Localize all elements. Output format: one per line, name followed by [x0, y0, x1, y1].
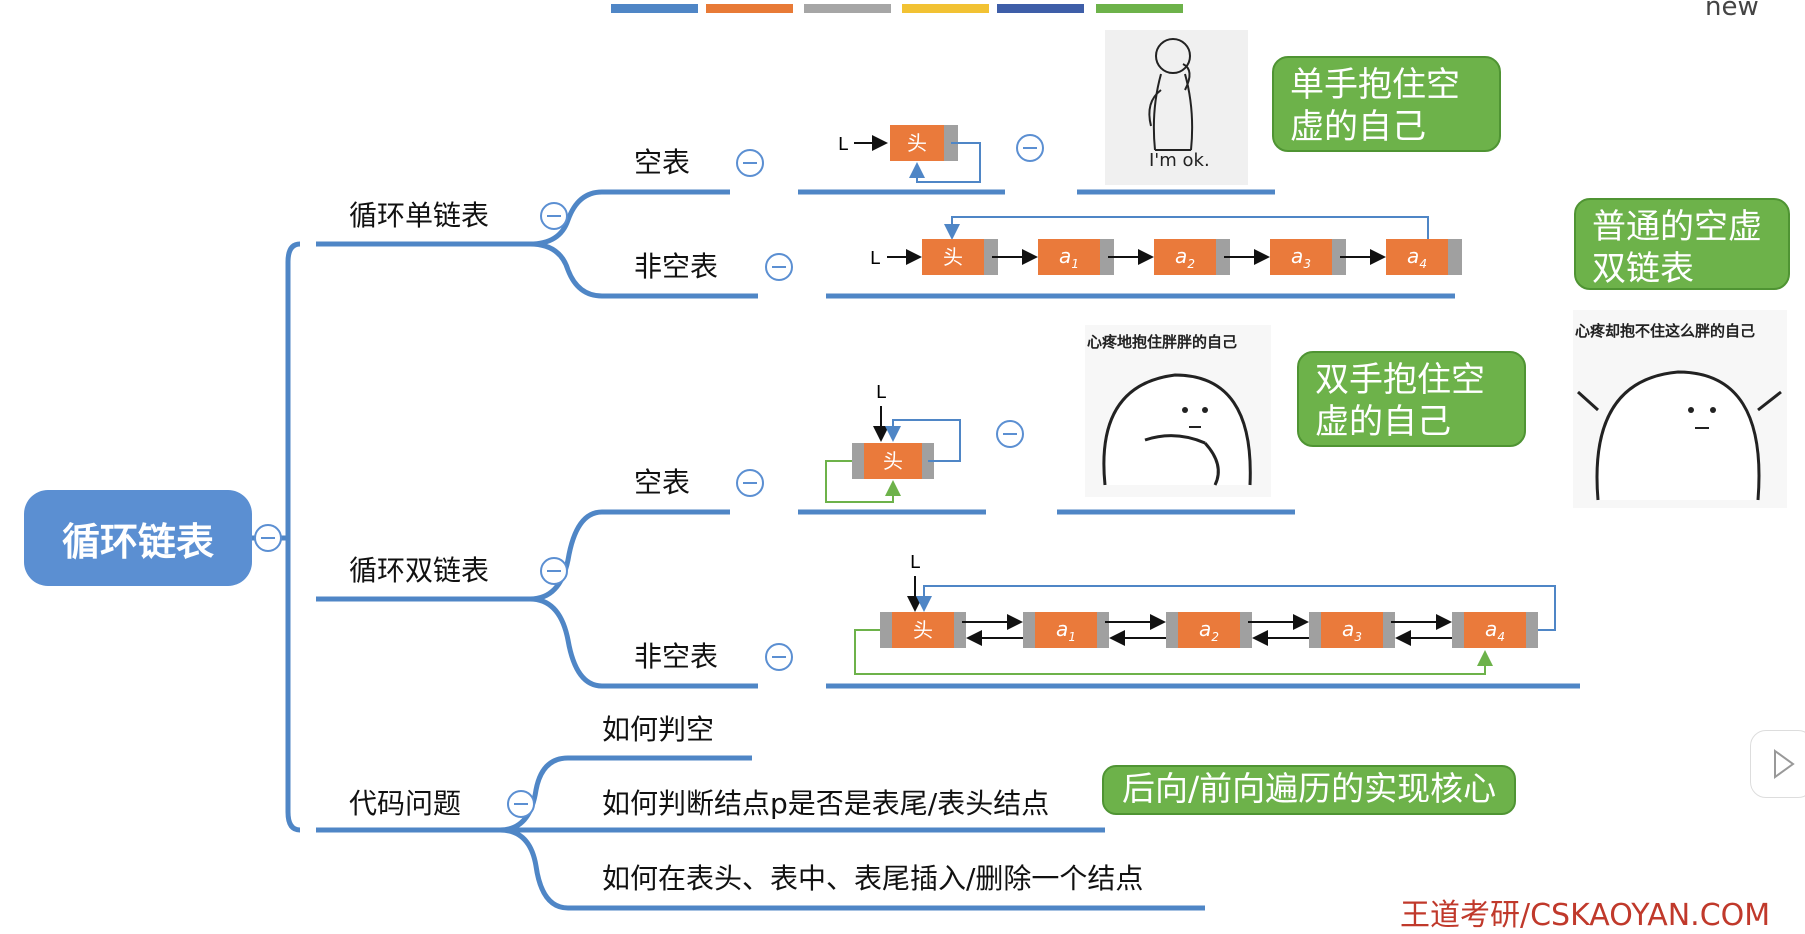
code-q2-label[interactable]: 如何判断结点p是否是表尾/表头结点	[602, 787, 1050, 820]
pointer-label: L	[870, 248, 880, 269]
head-node-text: 头	[913, 618, 933, 642]
single-nonempty-label[interactable]: 非空表	[634, 250, 719, 283]
pointer-label: L	[910, 552, 920, 573]
mindmap-connectors	[252, 189, 1580, 911]
prior-field	[1309, 612, 1321, 648]
double-empty-list: L 头	[825, 382, 961, 503]
side-play-button[interactable]	[1750, 730, 1805, 798]
next-field	[1097, 612, 1109, 648]
data-node-next	[1100, 239, 1114, 275]
data-node	[1321, 612, 1383, 648]
color-swatch-navy	[997, 4, 1084, 13]
color-swatch-orange	[706, 4, 793, 13]
head-node	[892, 612, 954, 648]
data-node	[1178, 612, 1240, 648]
prior-field	[1166, 612, 1178, 648]
color-swatch-yellow	[902, 4, 989, 13]
curve-code-q3	[499, 827, 569, 911]
blob-hug-icon	[1102, 373, 1252, 486]
cant-hug-meme-image: 心疼却抱不住这么胖的自己	[1573, 310, 1787, 508]
prior-field	[1452, 612, 1464, 648]
prior-field	[880, 612, 892, 648]
callout-single-hand: 单手抱住空虚的自己	[1272, 56, 1501, 152]
callout-traverse: 后向/前向遍历的实现核心	[1102, 765, 1517, 815]
mindmap-canvas: new	[24, 0, 1805, 933]
code-q3-label[interactable]: 如何在表头、表中、表尾插入/删除一个结点	[602, 862, 1144, 895]
root-node[interactable]: 循环链表	[24, 490, 252, 586]
data-node	[1386, 239, 1448, 275]
head-node-text: 头	[883, 449, 903, 473]
data-node	[1464, 612, 1526, 648]
code-q1-label[interactable]: 如何判空	[602, 713, 715, 746]
callout-normal-double: 普通的空虚双链表	[1574, 198, 1790, 290]
callout-double-hand: 双手抱住空虚的自己	[1297, 351, 1526, 447]
next-field	[1383, 612, 1395, 648]
head-node	[922, 239, 984, 275]
next-field	[1240, 612, 1252, 648]
curve-single-nonempty	[529, 241, 603, 299]
data-node	[1038, 239, 1100, 275]
data-node	[1270, 239, 1332, 275]
watermark-text: 王道考研/CSKAOYAN.COM	[1400, 898, 1771, 933]
head-node-text: 头	[943, 245, 963, 269]
color-swatch-blue	[611, 4, 698, 13]
data-node-next	[1216, 239, 1230, 275]
curve-double-nonempty	[529, 596, 603, 689]
curve-code-q1	[499, 755, 569, 833]
color-swatch-gray	[804, 4, 891, 13]
double-nonempty-label[interactable]: 非空表	[634, 640, 719, 673]
hug-meme-image: 心疼地抱住胖胖的自己	[1085, 325, 1271, 497]
data-node	[1154, 239, 1216, 275]
im-ok-text: I'm ok.	[1149, 150, 1210, 171]
data-node	[1035, 612, 1097, 648]
im-ok-meme-image: I'm ok.	[1105, 30, 1248, 185]
next-field	[954, 612, 966, 648]
pointer-label: L	[838, 134, 848, 155]
play-icon	[1774, 749, 1795, 779]
data-node-next	[1448, 239, 1462, 275]
branch-code-label[interactable]: 代码问题	[349, 787, 462, 820]
single-empty-list: L 头	[838, 125, 981, 183]
branch-double-label[interactable]: 循环双链表	[349, 554, 490, 587]
branch-single-label[interactable]: 循环单链表	[349, 199, 490, 232]
hug-meme-caption: 心疼地抱住胖胖的自己	[1087, 333, 1238, 351]
prior-field	[1023, 612, 1035, 648]
color-swatch-green	[1096, 4, 1183, 13]
stick-figure-icon	[1148, 38, 1194, 151]
double-empty-label[interactable]: 空表	[634, 466, 691, 499]
color-legend-bar	[611, 4, 1183, 13]
head-node-next	[984, 239, 998, 275]
blob-cant-hug-icon	[1576, 370, 1782, 501]
curve-double-empty	[529, 509, 603, 602]
single-empty-label[interactable]: 空表	[634, 146, 691, 179]
curve-single-empty	[529, 189, 603, 247]
pointer-label: L	[876, 382, 886, 403]
head-node-text: 头	[907, 131, 927, 155]
data-node-next	[1332, 239, 1346, 275]
top-right-text: new	[1705, 0, 1759, 22]
next-field	[1526, 612, 1538, 648]
cant-hug-meme-caption: 心疼却抱不住这么胖的自己	[1575, 322, 1756, 340]
